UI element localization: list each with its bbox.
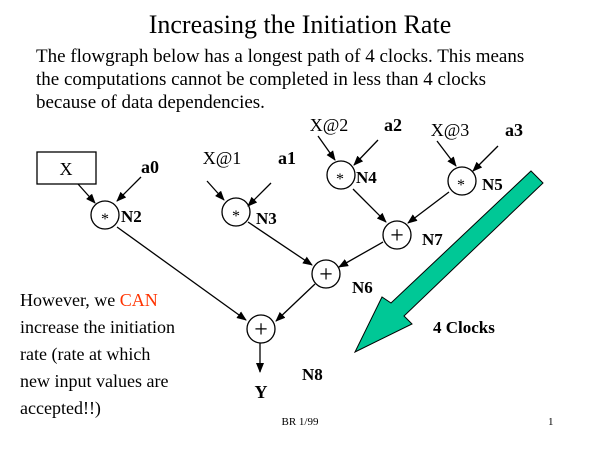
node-n3 xyxy=(221,197,251,227)
note-text: However, we xyxy=(20,290,120,310)
op-symbol: * xyxy=(232,208,240,225)
note-highlight: CAN xyxy=(119,290,158,310)
note-line: accepted!!) xyxy=(20,398,101,418)
slide-title: Increasing the Initiation Rate xyxy=(148,10,452,39)
arrow-label: 4 Clocks xyxy=(433,318,495,337)
input-label: X@2 xyxy=(310,115,349,135)
input-label: a1 xyxy=(278,148,296,168)
op-symbol: * xyxy=(336,171,344,188)
node-n6 xyxy=(311,259,341,289)
page-number: 1 xyxy=(548,416,554,428)
note-line: However, we CAN xyxy=(20,290,158,311)
node-n7 xyxy=(382,220,412,250)
input-box-x xyxy=(36,151,97,185)
input-label: X@1 xyxy=(203,148,242,168)
clock-arrow xyxy=(353,170,544,354)
input-x-label: X xyxy=(60,159,73,179)
node-label: N8 xyxy=(302,365,323,384)
input-label: a3 xyxy=(505,120,523,140)
node-label: N2 xyxy=(121,207,142,226)
node-label: N7 xyxy=(422,230,443,249)
node-label: N6 xyxy=(352,278,373,297)
note-line: rate (rate at which xyxy=(20,344,151,364)
op-symbol: + xyxy=(390,223,404,249)
node-label: N5 xyxy=(482,175,503,194)
node-label: N3 xyxy=(256,209,277,228)
intro-line: the computations cannot be completed in … xyxy=(36,69,487,90)
note-line: new input values are xyxy=(20,371,169,391)
intro-line: because of data dependencies. xyxy=(36,92,265,113)
node-label: N4 xyxy=(356,168,377,187)
op-symbol: * xyxy=(101,211,109,228)
op-symbol: * xyxy=(457,177,465,194)
node-n2 xyxy=(90,200,120,230)
node-n5 xyxy=(447,166,477,196)
input-label: a2 xyxy=(384,115,402,135)
op-symbol: + xyxy=(319,262,333,288)
input-label: a0 xyxy=(141,157,159,177)
node-n8 xyxy=(246,314,276,344)
op-symbol: + xyxy=(254,317,268,343)
node-n4 xyxy=(326,160,356,190)
intro-line: The flowgraph below has a longest path o… xyxy=(36,46,525,67)
note-line: increase the initiation xyxy=(20,317,175,337)
input-label: X@3 xyxy=(431,120,470,140)
output-label: Y xyxy=(255,382,268,402)
footer-text: BR 1/99 xyxy=(282,416,319,428)
